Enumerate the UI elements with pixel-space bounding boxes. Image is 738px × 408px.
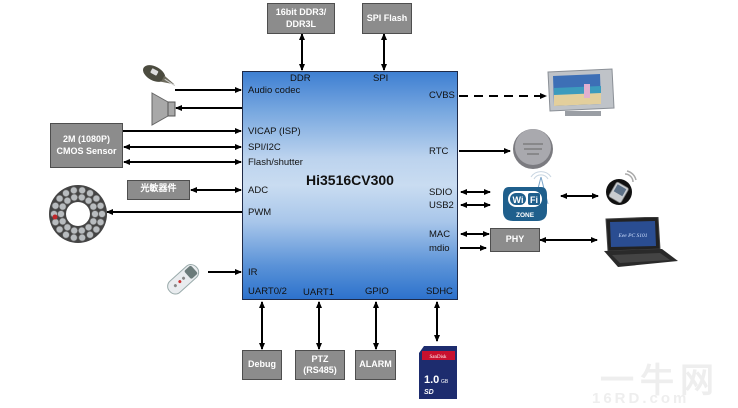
handheld-device-icon (606, 170, 637, 205)
pin-uart02: UART0/2 (248, 286, 287, 297)
pin-flash-shutter: Flash/shutter (248, 157, 303, 168)
ptz-block: PTZ (RS485) (295, 350, 345, 380)
sd-capacity-text: 1.0 (424, 374, 439, 386)
ir-led (63, 223, 72, 231)
phy-label: PHY (505, 234, 525, 245)
laptop-icon: Eee PC S101 (604, 217, 678, 267)
pin-gpio: GPIO (365, 286, 389, 297)
ir-led (86, 189, 94, 197)
ir-led (55, 225, 64, 234)
pin-sdio: SDIO (429, 187, 453, 198)
alarm-block: ALARM (355, 350, 396, 380)
ir-led (57, 210, 65, 218)
ir-led (78, 186, 86, 195)
ir-led (70, 186, 78, 195)
pin-ir: IR (248, 267, 258, 278)
ir-led (78, 193, 86, 202)
light-sensor-label: 光敏器件 (140, 184, 177, 195)
laptop-screen-text: Eee PC S101 (617, 233, 647, 239)
ir-led (51, 218, 60, 226)
ir-led (96, 202, 105, 210)
ir-led (51, 202, 60, 210)
wifi-fi-text: Fi (530, 195, 538, 205)
ptz-label-2: (RS485) (303, 365, 337, 375)
ir-led (58, 202, 67, 211)
wifi-zone-badge: Wi Fi ZONE (503, 171, 552, 221)
pin-ddr: DDR (290, 73, 311, 84)
pin-mdio: mdio (429, 243, 450, 254)
pin-uart1: UART1 (303, 287, 334, 298)
debug-block: Debug (242, 350, 282, 380)
coin-battery-icon (513, 129, 553, 169)
watermark-logo: 一牛网 (600, 361, 720, 401)
cmos-sensor-block: 2M (1080P) CMOS Sensor (50, 123, 123, 168)
ddr-memory-label-1: 16bit DDR3/ (275, 7, 327, 18)
wifi-icon: Wi Fi ZONE (503, 187, 547, 221)
spi-flash-label: SPI Flash (366, 12, 408, 23)
phy-block: PHY (490, 228, 540, 252)
ir-led (92, 194, 101, 203)
pin-adc: ADC (248, 185, 269, 196)
ir-led (62, 231, 70, 239)
ptz-label-1: PTZ (311, 353, 329, 364)
pin-spi: SPI (373, 73, 389, 84)
debug-label: Debug (248, 359, 276, 370)
pin-usb2: USB2 (429, 200, 454, 211)
ir-led (58, 217, 67, 226)
cmos-sensor-label-2: CMOS Sensor (56, 145, 117, 156)
speaker-icon (151, 92, 176, 126)
ir-led-ring-icon (49, 185, 107, 243)
pin-cvbs: CVBS (429, 90, 455, 101)
ir-led (78, 226, 86, 235)
sd-card-icon: SanDisk 1.0 GB SD (419, 346, 457, 399)
tv-icon (547, 68, 615, 116)
ir-led (78, 233, 86, 242)
ir-led (84, 197, 93, 205)
ir-led (86, 231, 94, 239)
alarm-label: ALARM (359, 359, 392, 370)
watermark-url: 16RD.com (592, 390, 690, 407)
ddr-memory-block: 16bit DDR3/ DDR3L (267, 3, 335, 34)
remote-control-icon (167, 264, 200, 295)
ddr-memory-label-2: DDR3L (285, 18, 316, 29)
ir-led (89, 202, 98, 211)
ir-led (70, 233, 78, 242)
ir-led (55, 194, 64, 203)
pin-spi-i2c: SPI/I2C (248, 142, 281, 153)
light-sensor-block: 光敏器件 (127, 180, 190, 200)
ir-led (98, 210, 106, 218)
pin-vicap: VICAP (ISP) (248, 126, 301, 137)
pin-rtc: RTC (429, 146, 449, 157)
sd-logo-text: SD (424, 389, 434, 396)
ir-led (96, 218, 105, 226)
wifi-zone-text: ZONE (516, 212, 535, 219)
microphone-icon (143, 65, 176, 87)
ir-led (63, 197, 72, 205)
wifi-wi-text: Wi (513, 195, 524, 205)
soc-chip: Hi3516CV300 DDR SPI Audio codec VICAP (I… (242, 71, 458, 300)
ir-led (84, 223, 93, 231)
ir-led (62, 189, 70, 197)
sd-unit-text: GB (441, 379, 449, 385)
sd-brand-text: SanDisk (430, 355, 447, 360)
ir-led (70, 226, 78, 235)
spi-flash-block: SPI Flash (362, 3, 412, 34)
pin-sdhc: SDHC (426, 286, 453, 297)
pin-mac: MAC (429, 229, 451, 240)
ir-led (92, 225, 101, 234)
ir-led (89, 217, 98, 226)
ir-leds (50, 186, 106, 242)
ir-led (70, 193, 78, 202)
chip-title: Hi3516CV300 (306, 172, 394, 188)
pin-audio-codec: Audio codec (248, 85, 301, 96)
pin-pwm: PWM (248, 207, 272, 218)
cmos-sensor-label-1: 2M (1080P) (62, 134, 111, 145)
ir-led (91, 210, 99, 218)
